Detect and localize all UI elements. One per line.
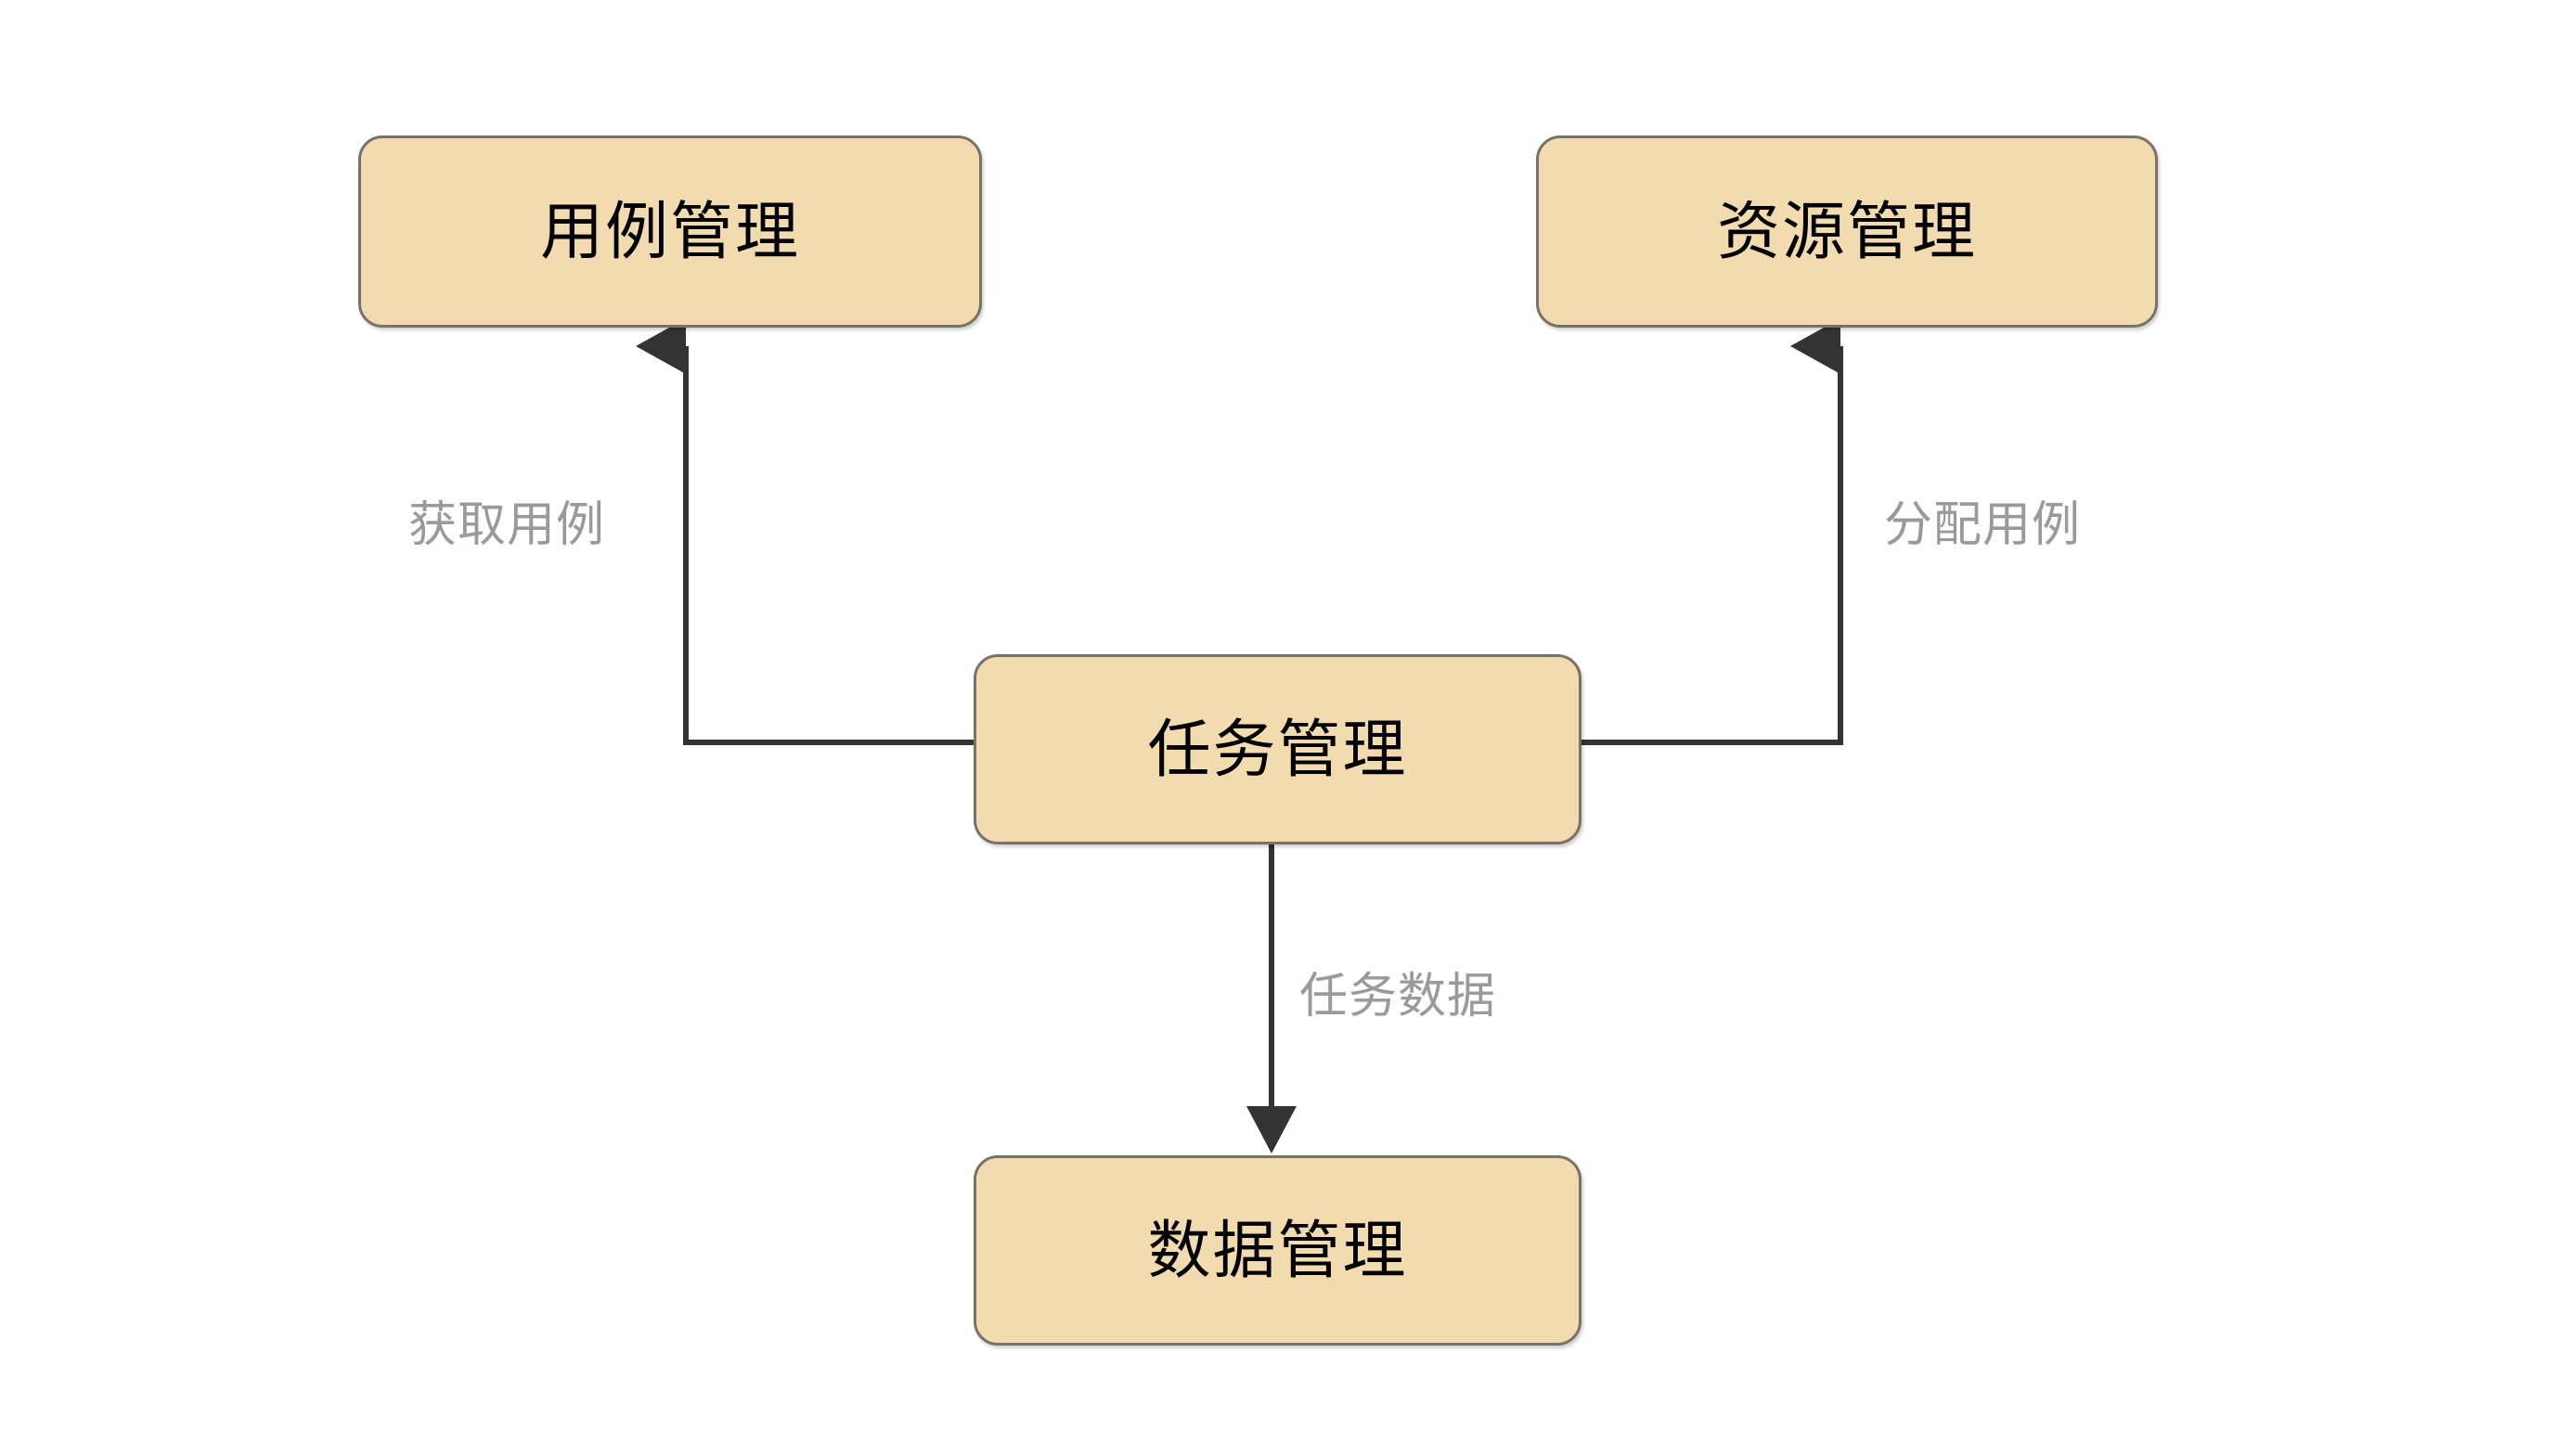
node-task-management[interactable]: 任务管理 <box>974 654 1581 844</box>
node-resource-management[interactable]: 资源管理 <box>1536 135 2158 328</box>
edge-task-to-data <box>1246 844 1297 1153</box>
edge-task-to-usecase <box>636 318 974 745</box>
edge-label-task-to-usecase: 获取用例 <box>408 498 606 552</box>
edge-task-to-resource <box>1581 318 1843 745</box>
node-label: 数据管理 <box>1147 1215 1408 1286</box>
node-usecase-management[interactable]: 用例管理 <box>358 135 982 328</box>
node-label: 用例管理 <box>539 196 800 267</box>
node-label: 任务管理 <box>1147 714 1408 785</box>
node-label: 资源管理 <box>1716 196 1977 267</box>
edge-label-task-to-data: 任务数据 <box>1299 970 1497 1024</box>
node-data-management[interactable]: 数据管理 <box>974 1155 1581 1346</box>
edge-label-task-to-resource: 分配用例 <box>1884 498 2082 552</box>
